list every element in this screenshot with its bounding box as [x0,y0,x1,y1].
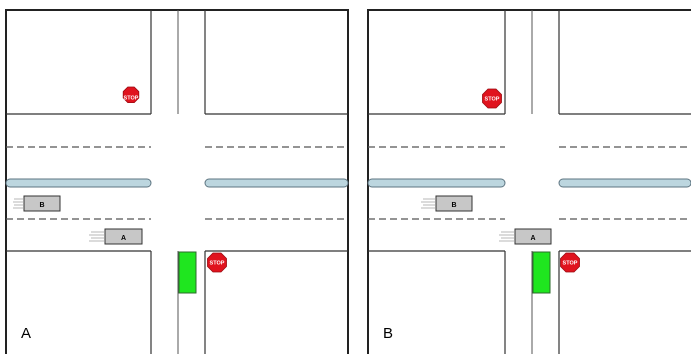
median-strip-east [558,178,691,188]
car-a-label: A [121,235,126,242]
stop-sign-label: STOP [485,97,500,103]
stop-sign-label: STOP [124,96,139,102]
green-signal [532,251,551,294]
panel-label: A [21,325,31,342]
car-a-label: A [530,235,535,242]
car-a: A [499,228,552,245]
median-strip-west [5,178,152,188]
median-strip-west [367,178,506,188]
stop-sign-label: STOP [210,261,225,267]
stop-sign-top: STOP [482,88,502,109]
stop-sign-label: STOP [563,261,578,267]
car-b: B [421,195,473,212]
diagram-panel-a: STOP STOP B A A [5,9,349,354]
car-a: A [89,228,143,245]
panel-label: B [383,325,393,342]
median-strip-east [204,178,349,188]
diagram-panel-b: STOP STOP B A B [367,9,691,354]
stop-sign-bottom: STOP [207,252,227,273]
car-b-label: B [39,202,44,209]
green-signal [178,251,197,294]
car-b: B [13,195,61,212]
car-b-label: B [451,202,456,209]
intersection-diagram-a: STOP STOP B A A [5,9,349,354]
stop-sign-bottom: STOP [560,252,580,273]
stop-sign-top: STOP [122,86,140,103]
intersection-diagram-b: STOP STOP B A B [367,9,691,354]
